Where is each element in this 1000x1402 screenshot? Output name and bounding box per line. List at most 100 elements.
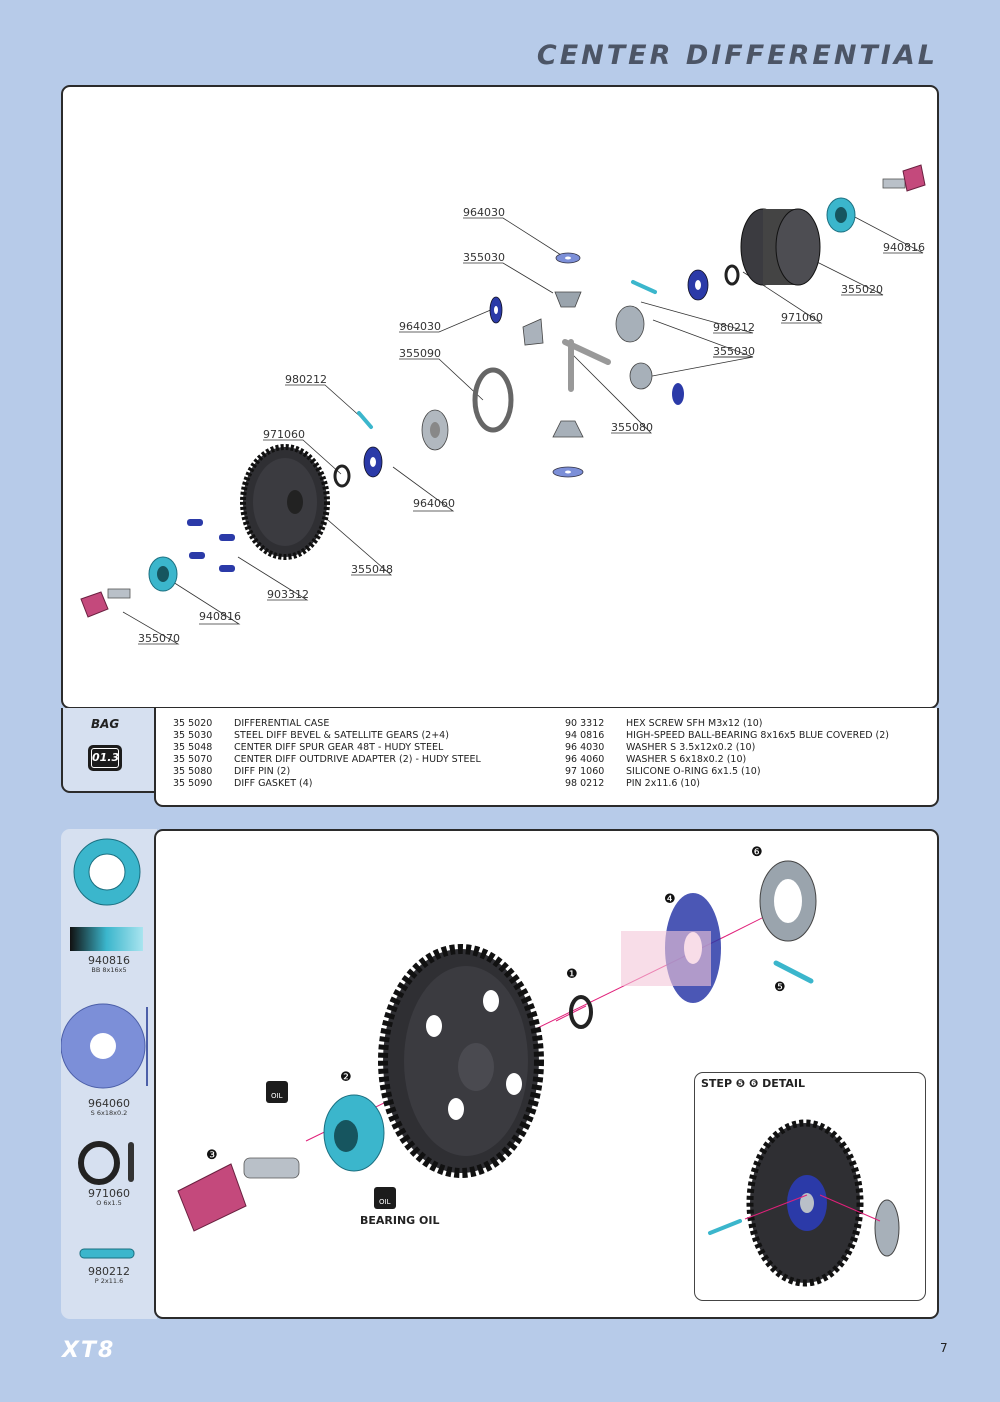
brand-logo: XT8 [62, 1338, 116, 1363]
diff-pin-icon [562, 339, 611, 392]
callout-355030: 355030 [713, 345, 755, 358]
callout-971060: 971060 [263, 428, 305, 441]
bearing-icon [323, 1094, 385, 1172]
assembly-step-panel: OIL OIL ❶ ❷ ❸ ❹ ❺ ❻ BEARING OIL STEP ❺ ❻… [154, 829, 939, 1319]
bearing-icon [73, 838, 141, 906]
bevel-gear-icon [759, 860, 817, 942]
exploded-view-panel: 964030 355030 964030 355090 980212 97106… [61, 85, 939, 709]
page-number: 7 [940, 1341, 948, 1355]
bevel-gear-left-icon [421, 409, 449, 451]
sidebar-code-971060: 971060 [88, 1187, 130, 1200]
callout-355020: 355020 [841, 283, 883, 296]
sidebar-code-980212: 980212 [88, 1265, 130, 1278]
callout-980212: 980212 [285, 373, 327, 386]
callout-940816: 940816 [199, 610, 241, 623]
sidebar-code-940816: 940816 [88, 954, 130, 967]
callout-903312: 903312 [267, 588, 309, 601]
adapter-ghost-icon [621, 931, 711, 986]
step-number-3: ❸ [206, 1148, 218, 1163]
callout-971060-right: 971060 [781, 311, 823, 324]
diff-gasket-icon [472, 367, 514, 433]
oil-icon-bottom: OIL [374, 1187, 396, 1209]
bag-badge: 01.3 [88, 745, 122, 771]
washer-icon [489, 296, 503, 324]
step-number-1: ❶ [566, 967, 578, 982]
callout-355070: 355070 [138, 632, 180, 645]
bag-box: BAG 01.3 [61, 708, 157, 793]
sidebar-sub-964060: S 6x18x0.2 [90, 1109, 128, 1117]
sidebar-sub-971060: O 6x1.5 [96, 1199, 122, 1207]
pin-right-icon [631, 280, 657, 294]
satellite-gear-icon [522, 318, 544, 346]
screw-icons [187, 519, 235, 572]
detail-title: STEP ❺ ❻ DETAIL [701, 1077, 806, 1090]
washer-top-icon [555, 252, 581, 264]
step-number-6: ❻ [751, 845, 763, 860]
outdrive-adapter-left-icon [80, 588, 131, 618]
step-detail-box: STEP ❺ ❻ DETAIL [694, 1072, 926, 1301]
washer-icon [61, 1003, 148, 1089]
satellite-gear-bottom-icon [552, 420, 584, 438]
callout-355090: 355090 [399, 347, 441, 360]
callout-964030: 964030 [399, 320, 441, 333]
assembly-diagram: OIL OIL ❶ ❷ ❸ ❹ ❺ ❻ [177, 845, 817, 1232]
actual-size-sidebar: 940816 BB 8x16x5 964060 S 6x18x0.2 97106… [61, 829, 157, 1319]
bearing-oil-label: BEARING OIL [360, 1214, 440, 1227]
bag-label: BAG [91, 717, 120, 731]
step-number-4: ❹ [664, 892, 676, 907]
bearing-left-icon [148, 556, 178, 592]
callout-964030-top: 964030 [463, 206, 505, 219]
callout-940816-right: 940816 [883, 241, 925, 254]
outdrive-adapter-right-icon [882, 164, 926, 192]
page-title: CENTER DIFFERENTIAL [536, 40, 938, 71]
sidebar-code-964060: 964060 [88, 1097, 130, 1110]
callout-355048: 355048 [351, 563, 393, 576]
oil-icon-top: OIL [266, 1081, 288, 1103]
step-number-5: ❺ [774, 980, 786, 995]
washer-964060-icon [363, 446, 383, 478]
o-ring-icon [569, 995, 593, 1029]
exploded-diagram: 964030 355030 964030 355090 980212 97106… [80, 164, 926, 645]
step-number-2: ❷ [340, 1070, 352, 1085]
svg-text:OIL: OIL [271, 1092, 283, 1100]
spur-gear-icon [240, 444, 330, 560]
pin-icon [79, 1248, 135, 1259]
diff-case-icon [740, 208, 821, 286]
bearing-side-icon [70, 927, 143, 951]
detail-diagram [708, 1119, 900, 1287]
o-ring-icon [333, 464, 351, 488]
callout-980212-right: 980212 [713, 321, 755, 334]
washer-bottom-icon [552, 466, 584, 478]
bevel-gear-icon [554, 291, 582, 308]
svg-text:OIL: OIL [379, 1198, 391, 1206]
bag-number: 01.3 [91, 748, 119, 768]
o-ring-icon [78, 1141, 134, 1185]
spur-gear-icon [378, 944, 544, 1178]
sidebar-part-drawings [61, 838, 148, 1259]
outdrive-adapter-icon [177, 1157, 300, 1232]
pin-icon [773, 960, 814, 984]
callout-355080: 355080 [611, 421, 653, 434]
washer-right-icon [687, 269, 709, 301]
callout-964060: 964060 [413, 497, 455, 510]
sidebar-sub-980212: P 2x11.6 [94, 1277, 124, 1285]
o-ring-right-icon [724, 264, 740, 286]
bearing-right-icon [826, 197, 856, 233]
sidebar-sub-940816: BB 8x16x5 [91, 966, 127, 974]
callout-355030-top: 355030 [463, 251, 505, 264]
